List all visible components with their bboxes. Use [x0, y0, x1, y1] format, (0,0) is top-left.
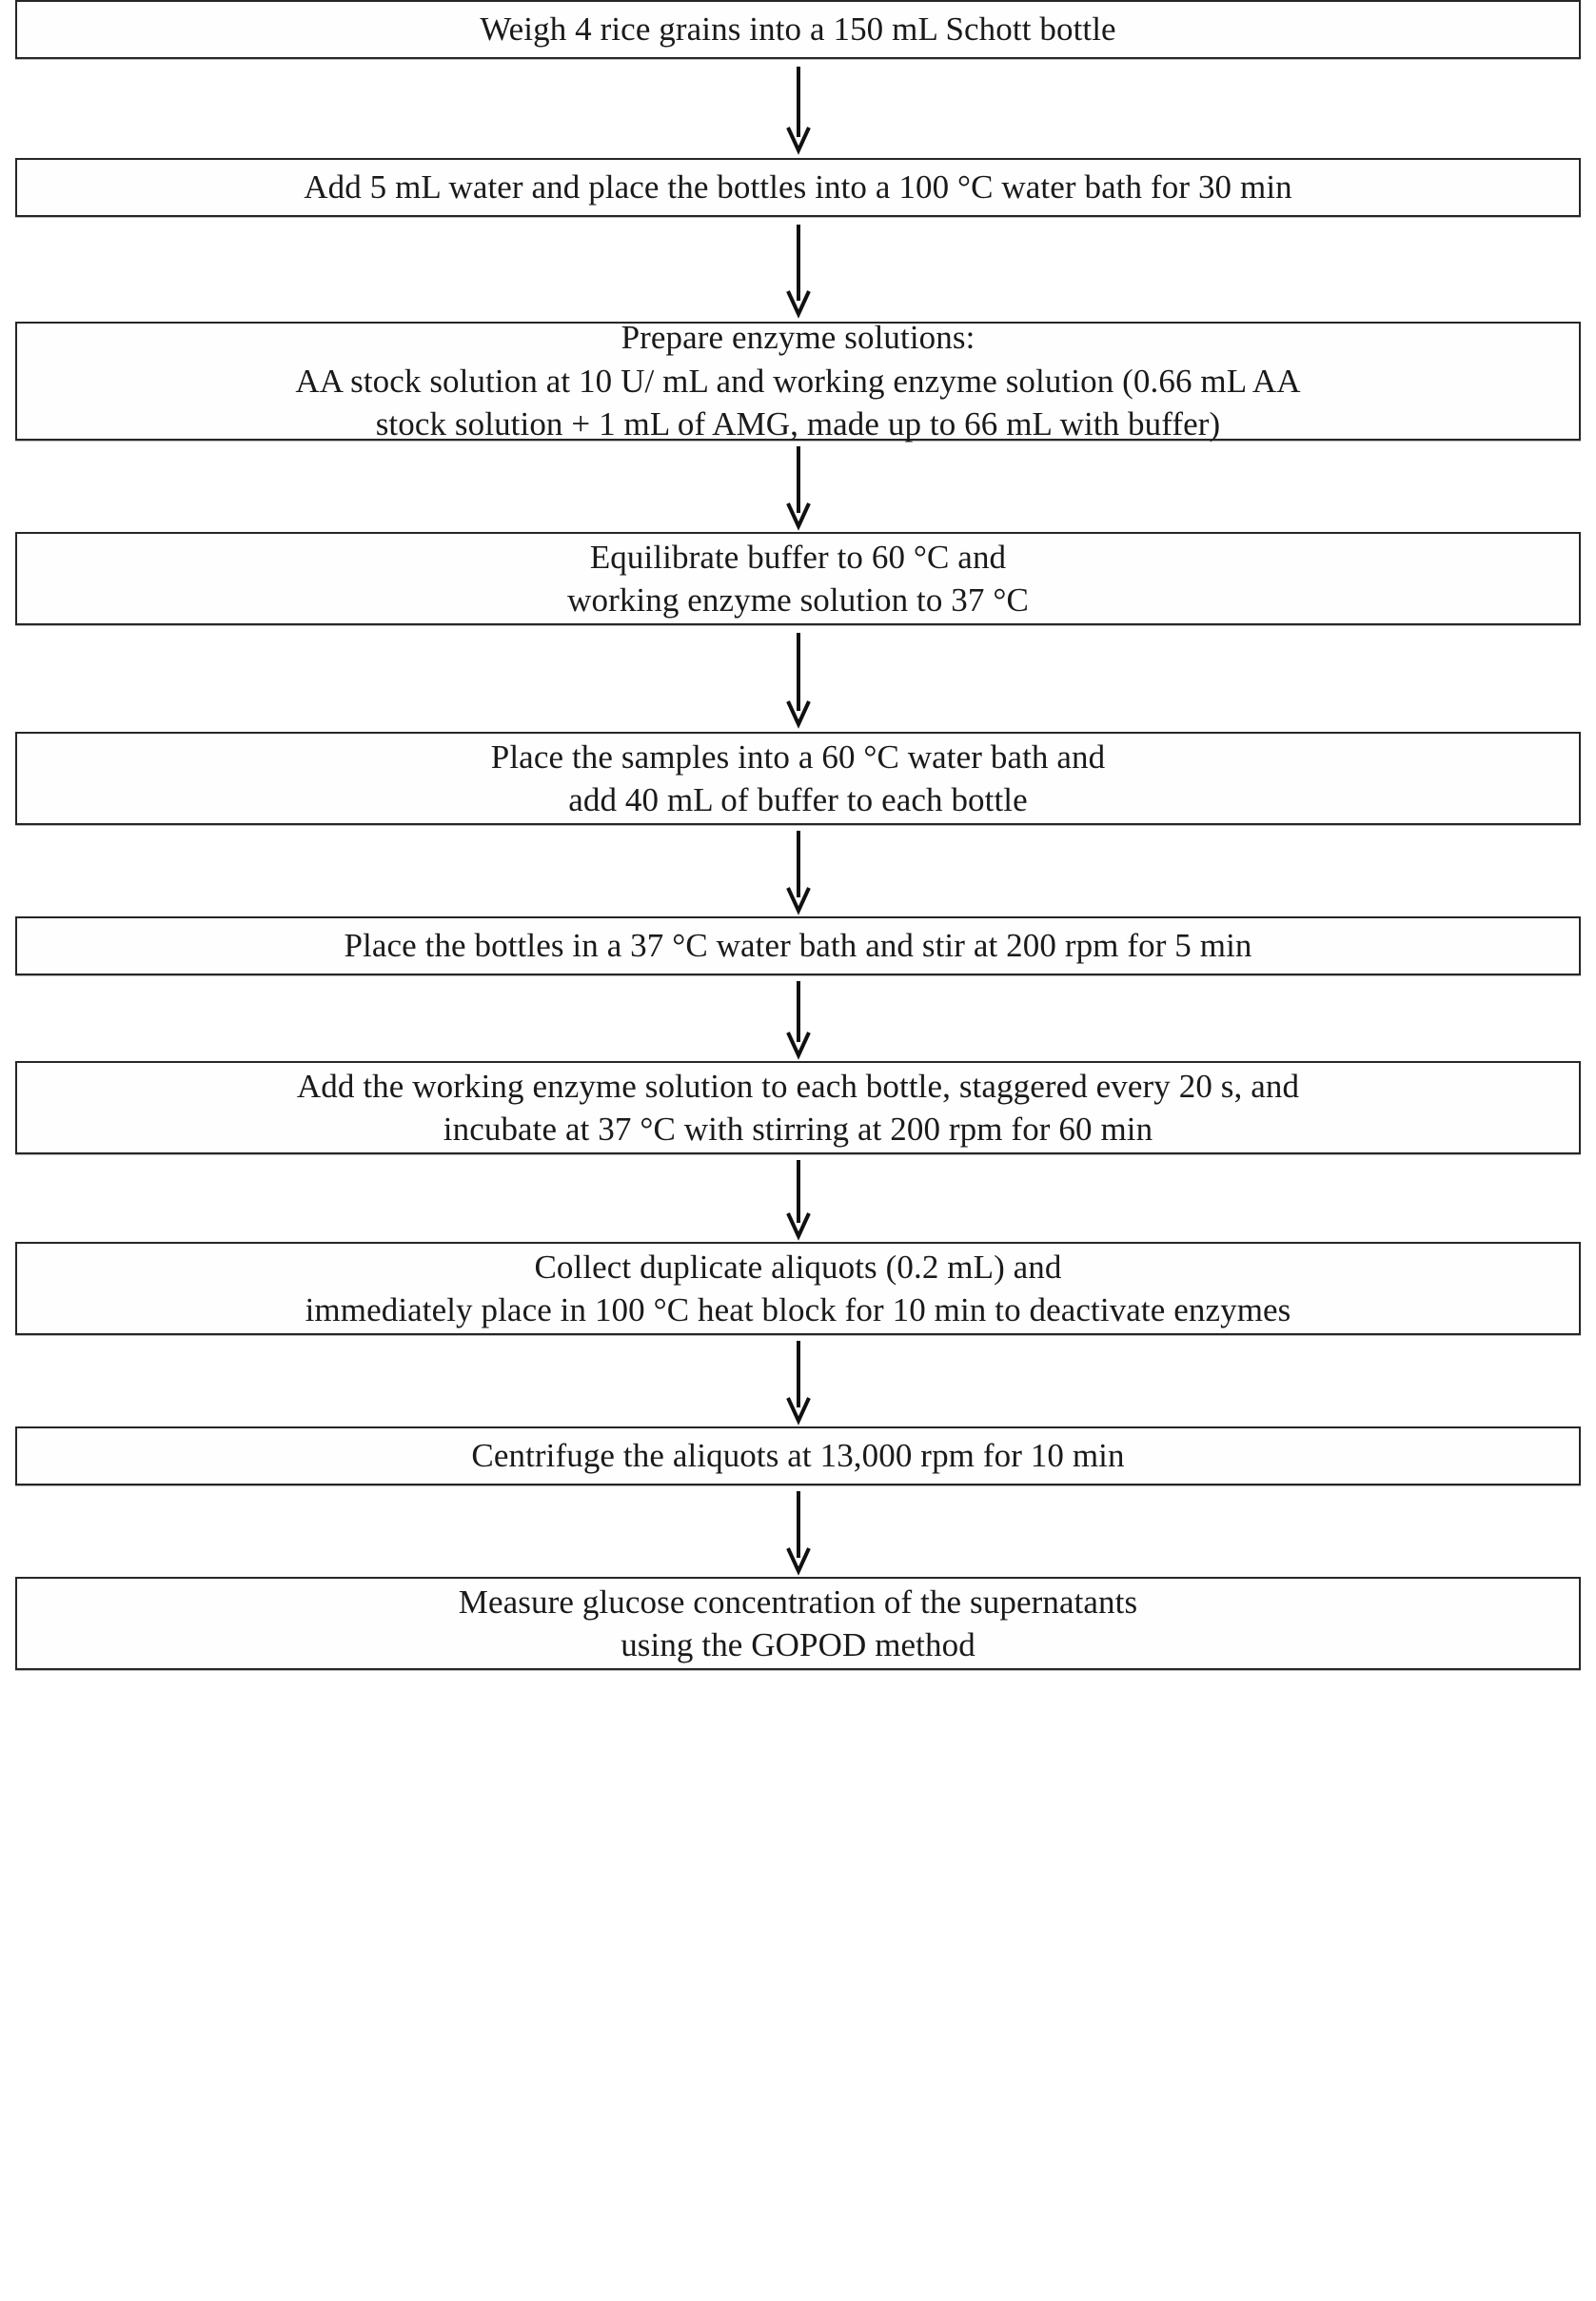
arrow-down-1	[0, 59, 1596, 158]
step-box-place-bottles-stir: Place the bottles in a 37 °C water bath …	[15, 916, 1581, 975]
down-arrow-icon	[785, 831, 811, 915]
arrow-down-2	[0, 217, 1596, 322]
down-arrow-icon	[785, 1160, 811, 1241]
step-text-9: Centrifuge the aliquots at 13,000 rpm fo…	[471, 1437, 1125, 1475]
arrow-down-8	[0, 1335, 1596, 1426]
down-arrow-icon	[785, 981, 811, 1060]
step-text-4: Equilibrate buffer to 60 °C and working …	[567, 538, 1029, 620]
arrow-down-7	[0, 1154, 1596, 1242]
step-box-measure-glucose-gopod: Measure glucose concentration of the sup…	[15, 1577, 1581, 1670]
step-box-equilibrate-buffer: Equilibrate buffer to 60 °C and working …	[15, 532, 1581, 625]
step-box-centrifuge-aliquots: Centrifuge the aliquots at 13,000 rpm fo…	[15, 1426, 1581, 1485]
step-text-2: Add 5 mL water and place the bottles int…	[304, 168, 1292, 206]
down-arrow-icon	[785, 67, 811, 155]
step-text-10: Measure glucose concentration of the sup…	[458, 1583, 1138, 1664]
down-arrow-icon	[785, 1491, 811, 1576]
step-text-3: Prepare enzyme solutions: AA stock solut…	[295, 319, 1301, 443]
step-text-1: Weigh 4 rice grains into a 150 mL Schott…	[480, 10, 1116, 49]
arrow-down-4	[0, 625, 1596, 732]
step-text-8: Collect duplicate aliquots (0.2 mL) and …	[305, 1248, 1291, 1329]
step-box-add-working-enzyme-incubate: Add the working enzyme solution to each …	[15, 1061, 1581, 1154]
down-arrow-icon	[785, 446, 811, 531]
step-text-6: Place the bottles in a 37 °C water bath …	[344, 927, 1252, 965]
step-box-prepare-enzyme-solutions: Prepare enzyme solutions: AA stock solut…	[15, 319, 1581, 442]
down-arrow-icon	[785, 225, 811, 319]
down-arrow-icon	[785, 1341, 811, 1426]
step-box-weigh-rice-grains: Weigh 4 rice grains into a 150 mL Schott…	[15, 0, 1581, 59]
arrow-down-5	[0, 825, 1596, 916]
step-text-5: Place the samples into a 60 °C water bat…	[490, 738, 1106, 819]
arrow-down-6	[0, 975, 1596, 1061]
step-box-add-water-water-bath: Add 5 mL water and place the bottles int…	[15, 158, 1581, 217]
step-text-7: Add the working enzyme solution to each …	[296, 1067, 1300, 1149]
arrow-down-9	[0, 1485, 1596, 1577]
down-arrow-icon	[785, 633, 811, 729]
step-box-collect-aliquots-deactivate: Collect duplicate aliquots (0.2 mL) and …	[15, 1242, 1581, 1335]
arrow-down-3	[0, 441, 1596, 532]
step-box-place-samples-add-buffer: Place the samples into a 60 °C water bat…	[15, 732, 1581, 825]
